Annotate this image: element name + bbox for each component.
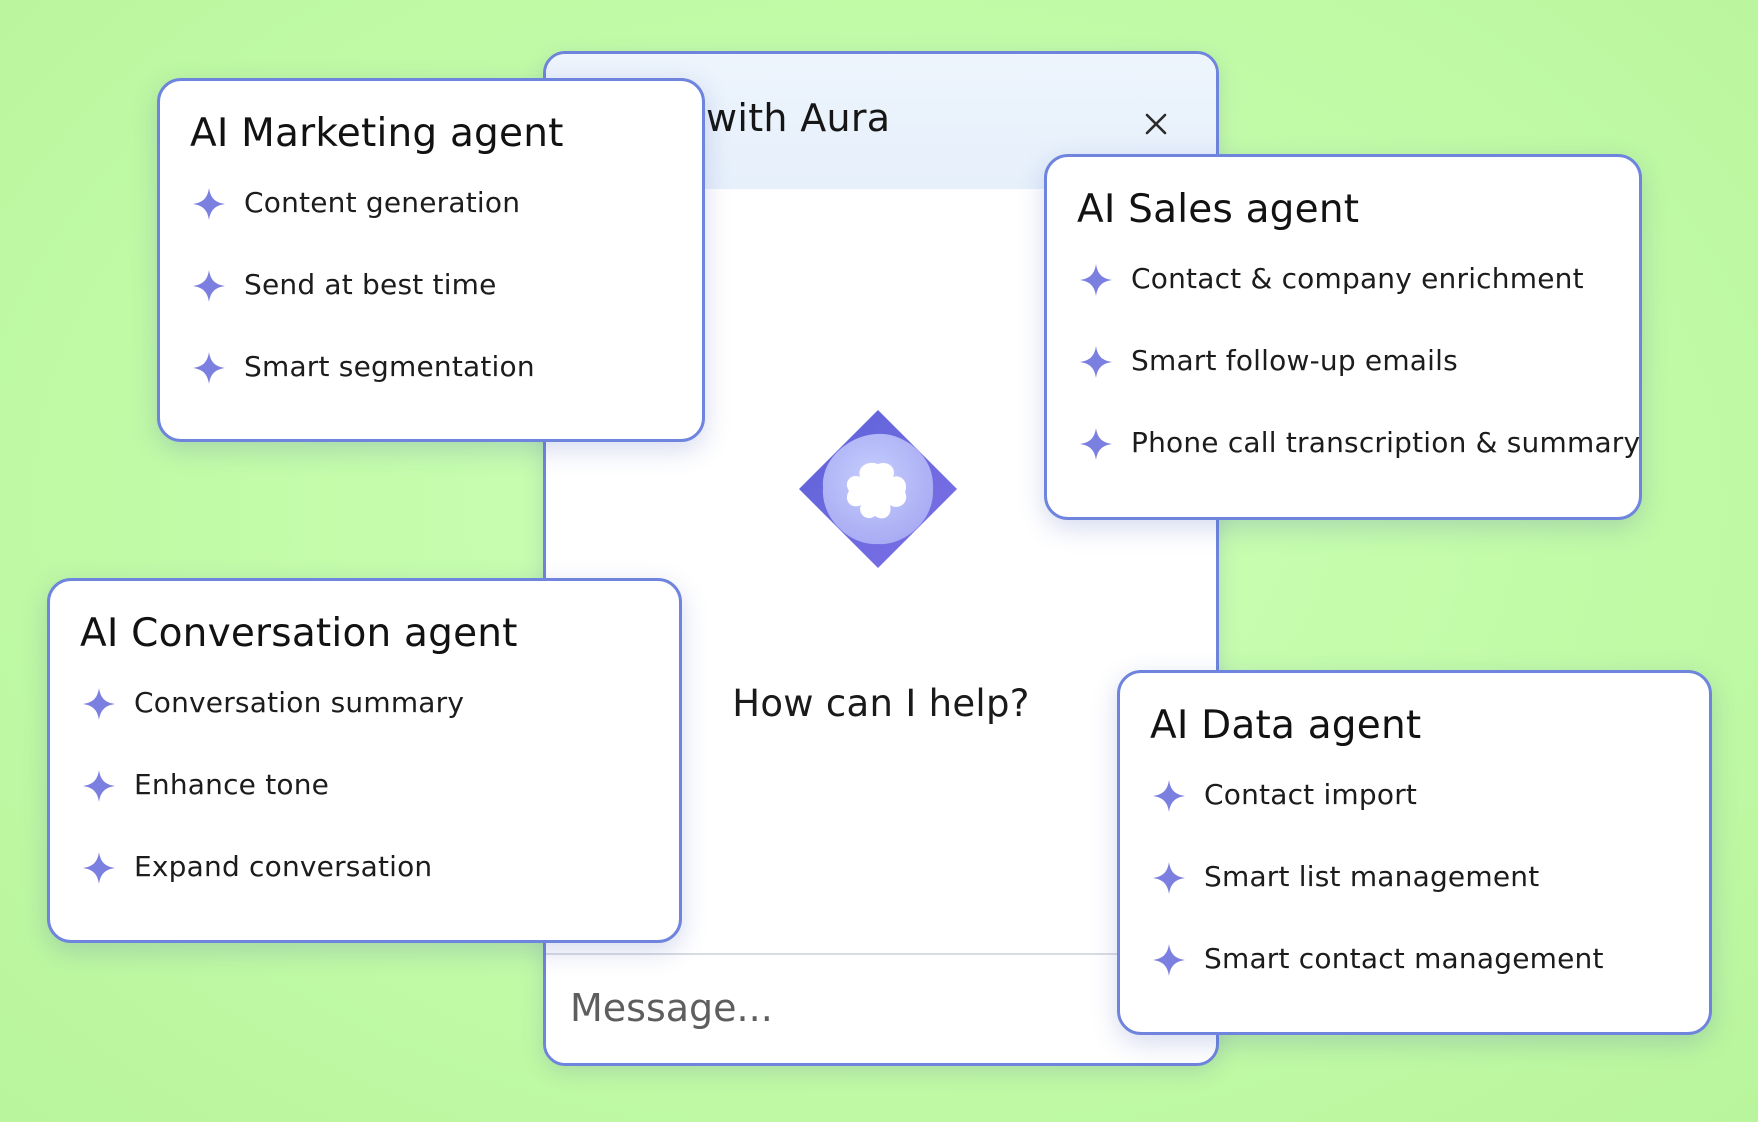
feature-list: Contact import Smart list management Sma…	[1152, 777, 1604, 1023]
feature-label: Contact & company enrichment	[1131, 262, 1584, 295]
feature-list: Conversation summary Enhance tone Expand…	[82, 685, 464, 931]
close-icon	[1145, 113, 1167, 135]
sales-agent-card[interactable]: AI Sales agent Contact & company enrichm…	[1044, 154, 1642, 520]
chat-title: with Aura	[706, 96, 891, 140]
sparkle-icon	[1152, 779, 1186, 813]
data-agent-card[interactable]: AI Data agent Contact import Smart list …	[1117, 670, 1712, 1035]
feature-item: Smart follow-up emails	[1079, 343, 1640, 425]
card-title: AI Marketing agent	[190, 111, 564, 156]
feature-item: Expand conversation	[82, 849, 464, 931]
feature-item: Contact & company enrichment	[1079, 261, 1640, 343]
feature-label: Smart segmentation	[244, 350, 535, 383]
feature-label: Expand conversation	[134, 850, 433, 883]
feature-label: Send at best time	[244, 268, 497, 301]
sparkle-icon	[1152, 943, 1186, 977]
feature-label: Smart contact management	[1204, 942, 1604, 975]
card-title: AI Data agent	[1150, 703, 1422, 748]
feature-item: Smart list management	[1152, 859, 1604, 941]
aura-logo-icon	[793, 404, 963, 574]
feature-label: Enhance tone	[134, 768, 330, 801]
feature-list: Contact & company enrichment Smart follo…	[1079, 261, 1640, 507]
message-composer	[546, 953, 1216, 1063]
feature-item: Smart contact management	[1152, 941, 1604, 1023]
sparkle-icon	[1079, 345, 1113, 379]
sparkle-icon	[82, 769, 116, 803]
sparkle-icon	[1079, 263, 1113, 297]
card-title: AI Sales agent	[1077, 187, 1360, 232]
feature-label: Smart list management	[1204, 860, 1540, 893]
conversation-agent-card[interactable]: AI Conversation agent Conversation summa…	[47, 578, 682, 943]
feature-item: Contact import	[1152, 777, 1604, 859]
feature-item: Conversation summary	[82, 685, 464, 767]
marketing-agent-card[interactable]: AI Marketing agent Content generation Se…	[157, 78, 705, 442]
help-prompt: How can I help?	[732, 682, 1030, 725]
sparkle-icon	[1152, 861, 1186, 895]
card-title: AI Conversation agent	[80, 611, 518, 656]
feature-label: Contact import	[1204, 778, 1418, 811]
feature-label: Phone call transcription & summary	[1131, 426, 1641, 459]
sparkle-icon	[82, 851, 116, 885]
message-input[interactable]	[568, 977, 1112, 1039]
feature-label: Conversation summary	[134, 686, 465, 719]
sparkle-icon	[1079, 427, 1113, 461]
close-button[interactable]	[1138, 106, 1174, 142]
feature-item: Phone call transcription & summary	[1079, 425, 1640, 507]
feature-item: Content generation	[192, 185, 535, 267]
feature-item: Send at best time	[192, 267, 535, 349]
sparkle-icon	[192, 351, 226, 385]
sparkle-icon	[192, 269, 226, 303]
feature-list: Content generation Send at best time Sma…	[192, 185, 535, 431]
feature-label: Content generation	[244, 186, 521, 219]
feature-item: Enhance tone	[82, 767, 464, 849]
sparkle-icon	[82, 687, 116, 721]
feature-item: Smart segmentation	[192, 349, 535, 431]
feature-label: Smart follow-up emails	[1131, 344, 1458, 377]
sparkle-icon	[192, 187, 226, 221]
